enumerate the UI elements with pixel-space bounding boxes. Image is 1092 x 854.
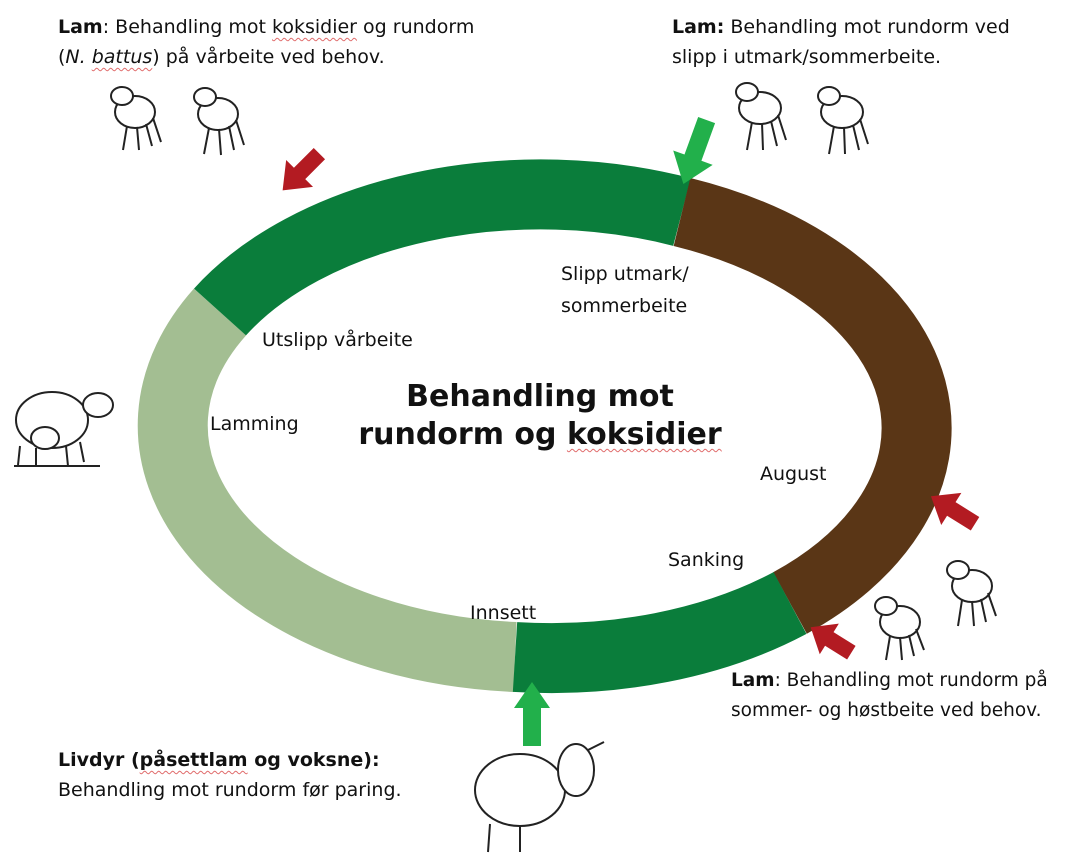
note-bottom-left-bold-b: påsettlam xyxy=(139,749,248,771)
note-bottom-right-t1: : Behandling mot rundorm på xyxy=(774,670,1048,691)
note-top-left-t2: koksidier xyxy=(272,16,357,38)
red-arrow-right-icon xyxy=(930,492,980,531)
note-top-right: Lam: Behandling mot rundorm ved slipp i … xyxy=(672,12,1010,72)
note-top-left-t6: battus xyxy=(91,46,153,68)
center-title-line2b: koksidier xyxy=(566,417,722,452)
center-title-line2a: rundorm og xyxy=(358,417,567,452)
note-top-left-t7: ) xyxy=(152,46,160,68)
red-arrow-bottom-right-icon xyxy=(810,623,856,660)
note-bottom-left-bold-a: Livdyr ( xyxy=(58,749,140,771)
ring-segment-dark-green-top xyxy=(194,159,691,336)
stage-slipp-line2: sommerbeite xyxy=(561,295,688,317)
ring-segment-light-green xyxy=(137,288,517,692)
note-top-left-t3: og rundorm xyxy=(357,16,475,38)
stage-slipp-utmark: Slipp utmark/ sommerbeite xyxy=(561,258,689,322)
note-bottom-right: Lam: Behandling mot rundorm på sommer- o… xyxy=(731,666,1048,726)
lamb-pair-bottom-right-icon xyxy=(874,560,997,661)
stage-slipp-line1: Slipp utmark/ xyxy=(561,263,689,285)
red-arrow-top-left-icon xyxy=(282,147,326,191)
green-arrow-top-right-icon xyxy=(673,116,716,184)
stage-sanking: Sanking xyxy=(668,549,745,571)
ewe-with-lamb-left-icon xyxy=(14,391,114,467)
green-arrow-bottom-icon xyxy=(514,682,550,746)
note-top-left-bold: Lam xyxy=(58,16,103,38)
note-bottom-left-bold-c: og voksne): xyxy=(247,749,380,771)
ewe-bottom-icon xyxy=(474,741,605,853)
note-top-right-t1: Behandling mot rundorm ved xyxy=(724,16,1010,38)
ring-segment-brown xyxy=(673,178,952,634)
center-title: Behandling mot rundorm og koksidier xyxy=(330,378,750,454)
note-top-left-t1: : Behandling mot xyxy=(102,16,273,38)
note-bottom-left-line2: Behandling mot rundorm før paring. xyxy=(58,779,402,801)
note-top-left-t8: på vårbeite ved behov. xyxy=(159,46,385,68)
note-bottom-right-bold: Lam xyxy=(731,670,775,691)
center-title-line1: Behandling mot xyxy=(406,379,674,414)
stage-utslipp-varbeite: Utslipp vårbeite xyxy=(262,329,413,351)
note-top-left-t5: N. xyxy=(65,46,92,68)
note-bottom-right-line2: sommer- og høstbeite ved behov. xyxy=(731,700,1042,721)
stage-august: August xyxy=(760,463,827,485)
lamb-pair-top-left-icon xyxy=(110,86,245,156)
stage-lamming: Lamming xyxy=(210,413,299,435)
note-top-right-bold: Lam: xyxy=(672,16,725,38)
note-top-left-t4: ( xyxy=(58,46,66,68)
ring-segment-dark-green-bottom xyxy=(512,571,807,694)
note-top-left: Lam: Behandling mot koksidier og rundorm… xyxy=(58,12,474,72)
stage-innsett: Innsett xyxy=(470,602,537,624)
note-top-right-line2: slipp i utmark/sommerbeite. xyxy=(672,46,942,68)
note-bottom-left: Livdyr (påsettlam og voksne): Behandling… xyxy=(58,745,402,805)
lamb-pair-top-right-icon xyxy=(735,82,869,155)
